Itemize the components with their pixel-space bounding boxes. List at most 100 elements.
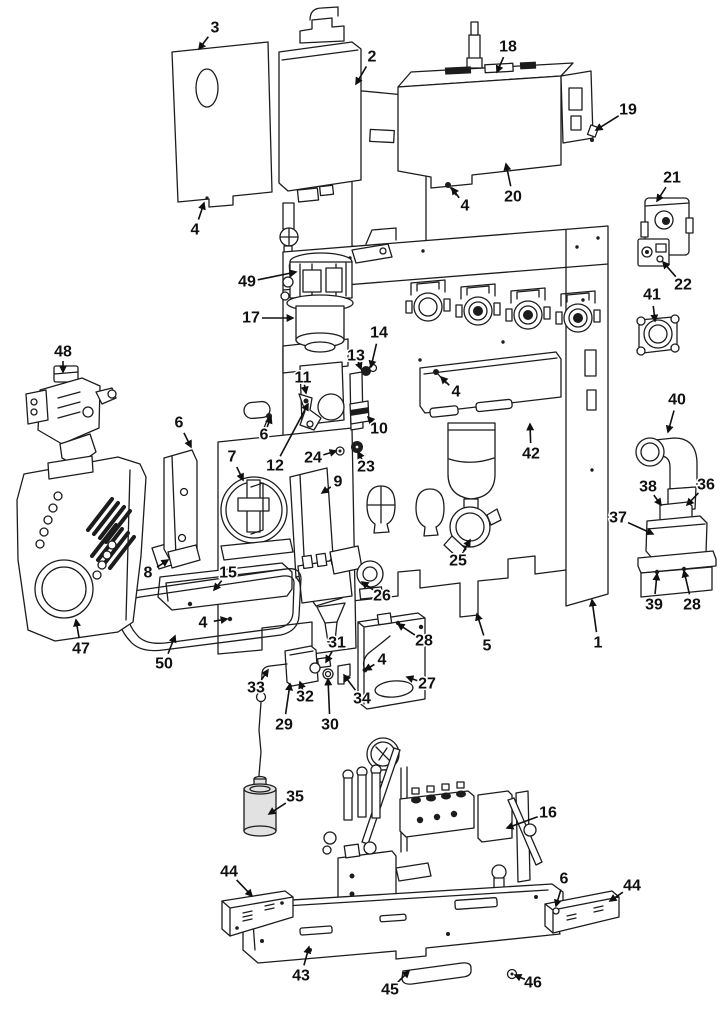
callout-label: 44: [623, 878, 641, 895]
callout-leader: [279, 402, 309, 457]
callout-label: 33: [247, 680, 265, 697]
callout-label: 6: [560, 871, 569, 888]
callout-leader: [264, 415, 273, 428]
callout-leader: [396, 623, 416, 636]
callout-leader: [505, 816, 538, 830]
callout-leader: [652, 572, 661, 595]
callout-label: 35: [286, 789, 304, 806]
callout-leader: [213, 616, 229, 624]
callout-leader: [656, 186, 667, 203]
callout-leader: [495, 56, 505, 74]
callout-label: 19: [619, 102, 637, 119]
callout-label: 20: [504, 189, 522, 206]
callout-label: 28: [683, 597, 701, 614]
line-art: [16, 6, 717, 985]
callout-label: 46: [524, 975, 542, 992]
part-boiler: [278, 6, 362, 342]
callout-leader: [183, 432, 192, 449]
callout-leader: [661, 260, 677, 278]
callout-leader: [397, 969, 411, 983]
callout-leader: [439, 375, 450, 386]
callout-label: 50: [155, 656, 173, 673]
callout-label: 23: [357, 459, 375, 476]
callout-leader: [267, 802, 287, 815]
part-side-panel: [171, 41, 273, 208]
callout-leader: [284, 682, 294, 715]
callout-label: 11: [295, 370, 312, 387]
callout-label: 1: [594, 635, 603, 652]
callout-leader: [325, 651, 333, 664]
callout-label: 5: [483, 638, 492, 655]
callout-leader: [198, 36, 209, 51]
callout-leader: [197, 201, 206, 220]
callout-label: 16: [539, 805, 557, 822]
callout-label: 22: [674, 277, 692, 294]
callout-leader: [475, 612, 485, 636]
part-elbow-40: [635, 437, 698, 512]
part-main-frame: [243, 225, 609, 618]
callout-label: 4: [378, 652, 387, 669]
callout-label: 25: [449, 553, 467, 570]
callout-leader: [608, 891, 624, 902]
part-filter-bowl: [443, 422, 502, 559]
part-control-box: [397, 21, 600, 189]
callout-leader: [300, 384, 309, 395]
callout-label: 32: [296, 689, 314, 706]
callout-label: 7: [228, 449, 237, 466]
callout-leader: [366, 415, 376, 425]
callout-leader: [323, 449, 338, 457]
callout-leader: [260, 668, 269, 681]
callout-leader: [513, 973, 526, 982]
callout-leader: [212, 580, 223, 592]
callout-leader: [355, 66, 368, 86]
part-small-box-string: [243, 645, 321, 837]
callout-label: 4: [199, 615, 208, 632]
callout-label: 14: [370, 325, 388, 342]
part-tray-42: [419, 351, 562, 418]
callout-label: 45: [381, 982, 399, 999]
callout-leader: [303, 945, 312, 966]
callout-leader: [343, 673, 357, 691]
callout-label: 6: [175, 415, 184, 432]
callout-leader: [236, 466, 244, 482]
callout-label: 48: [54, 344, 72, 361]
callout-leader: [627, 521, 655, 535]
callout-leader: [363, 663, 375, 671]
callout-leader: [526, 422, 535, 444]
callout-leader: [320, 486, 332, 494]
callout-leader: [298, 680, 306, 691]
callout-label: 41: [643, 287, 661, 304]
callout-label: 6: [260, 427, 269, 444]
callout-label: 3: [211, 20, 220, 37]
callout-label: 2: [368, 49, 377, 66]
callout-label: 37: [609, 510, 627, 527]
callout-leader: [368, 343, 378, 369]
callout-label: 13: [347, 348, 365, 365]
part-side-cover: [16, 455, 147, 642]
callout-leader: [462, 538, 471, 552]
callout-label: 27: [418, 676, 436, 693]
callout-label: 47: [72, 641, 90, 658]
callout-leader: [588, 598, 598, 633]
part-valve-48: [25, 365, 117, 467]
part-pump-motor: [280, 227, 397, 353]
part-rail-right: [544, 890, 620, 934]
callout-label: 28: [415, 633, 433, 650]
callout-label: 12: [266, 458, 284, 475]
part-small-hardware: [261, 182, 457, 456]
callout-label: 17: [242, 310, 260, 327]
callout-leader: [451, 186, 460, 199]
callout-label: 40: [668, 392, 686, 409]
callout-label: 9: [334, 474, 343, 491]
callout-label: 30: [321, 717, 339, 734]
callout-leader: [681, 569, 691, 595]
part-box-27: [357, 612, 426, 710]
callout-label: 24: [304, 450, 322, 467]
part-switch-22: [637, 238, 670, 267]
part-tray-15: [157, 562, 293, 611]
callout-leader: [156, 559, 170, 568]
part-bracket-6: [151, 449, 201, 570]
callout-label: 15: [219, 565, 237, 582]
